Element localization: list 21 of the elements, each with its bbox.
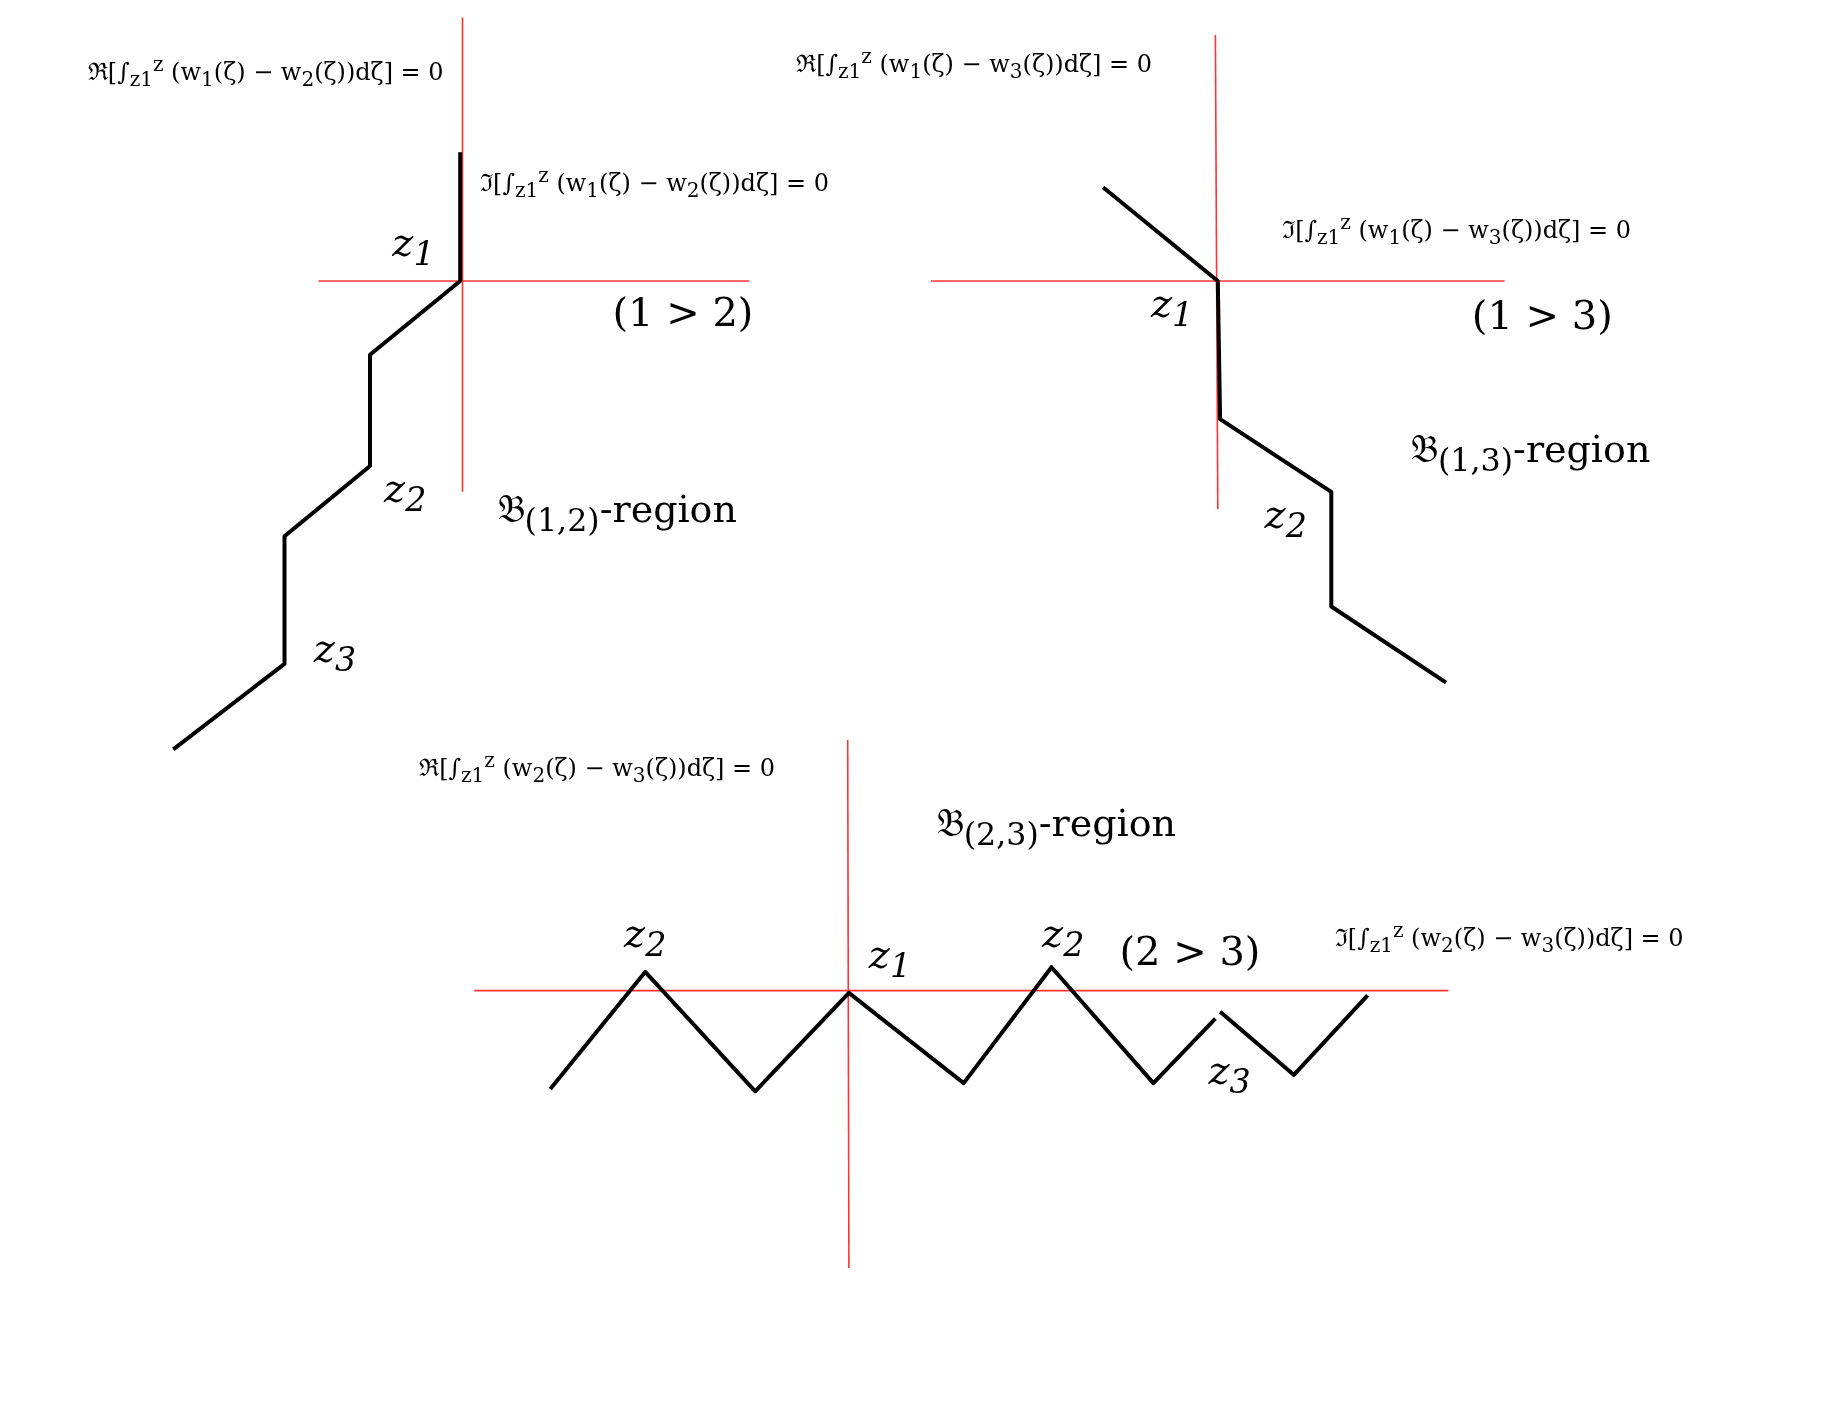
formula: ℑ[∫$_{z1}$$^{z}$ (w$_{1}$(ζ) − w$_{2}$(ζ))dζ] = 0: [480, 163, 829, 201]
region-label: 𝔅$_{(2,3)}$-region: [936, 803, 1177, 852]
point-label: z$_{3}$: [313, 626, 357, 680]
formula: ℜ[∫$_{z1}$$^{z}$ (w$_{2}$(ζ) − w$_{3}$(ζ))dζ] = 0: [419, 749, 775, 787]
inequality-label: (1 > 2): [612, 290, 754, 335]
point-label: z$_{2}$: [1264, 491, 1307, 545]
region-label: 𝔅$_{(1,3)}$-region: [1411, 428, 1651, 477]
point-label: z$_{2}$: [384, 466, 427, 519]
inequality-label: (1 > 3): [1471, 292, 1613, 337]
region-label: 𝔅$_{(1,2)}$-region: [497, 489, 737, 538]
inequality-label: (2 > 3): [1119, 928, 1261, 973]
formula: ℜ[∫$_{z1}$$^{z}$ (w$_{1}$(ζ) − w$_{2}$(ζ))dζ] = 0: [87, 52, 444, 90]
point-label: z$_{2}$: [1042, 911, 1085, 964]
point-label: z$_{2}$: [624, 911, 667, 964]
point-label: z$_{3}$: [1208, 1048, 1251, 1101]
point-label: z$_{1}$: [1151, 281, 1194, 334]
formula: ℑ[∫$_{z1}$$^{z}$ (w$_{2}$(ζ) − w$_{3}$(ζ))dζ] = 0: [1334, 919, 1684, 956]
formula: ℜ[∫$_{z1}$$^{z}$ (w$_{1}$(ζ) − w$_{3}$(ζ))dζ] = 0: [796, 44, 1152, 82]
point-label: z$_{1}$: [868, 932, 912, 985]
point-label: z$_{1}$: [392, 220, 435, 273]
formula: ℑ[∫$_{z1}$$^{z}$ (w$_{1}$(ζ) − w$_{3}$(ζ))dζ] = 0: [1282, 210, 1631, 248]
